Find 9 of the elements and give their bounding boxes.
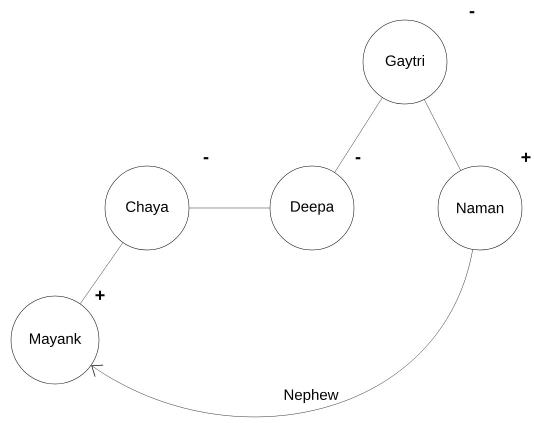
connector-line — [334, 97, 382, 173]
sign-label: - — [356, 157, 360, 160]
connector-line — [424, 99, 461, 171]
edge-label: Nephew — [284, 389, 339, 403]
sign-label: + — [522, 152, 531, 162]
sign-label: - — [204, 157, 208, 160]
arrow — [91, 249, 473, 418]
sign-label: - — [470, 11, 474, 14]
connector-line — [80, 242, 124, 304]
